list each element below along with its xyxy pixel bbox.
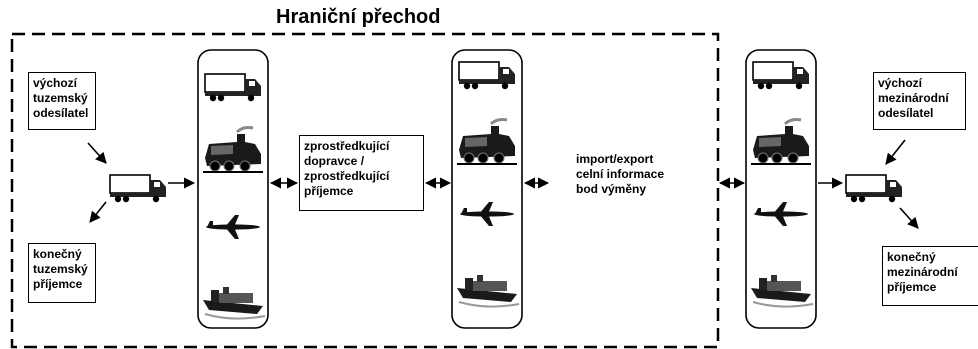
arrow-origin-to-truck [87,142,107,164]
domestic-truck-icon [109,174,167,203]
transport-group-1 [197,49,269,329]
arrow-truck-to-intl-final [899,207,919,229]
final-domestic-recipient: konečný tuzemský příjemce [28,243,96,303]
customs-information-exchange: import/export celní informace bod výměny [576,152,665,196]
final-international-recipient: konečný mezinárodní příjemce [882,246,978,306]
border-crossing-frame [10,32,720,349]
transport-group-2 [451,49,523,329]
international-truck-icon [845,174,903,203]
arrow-intl-origin-to-truck [885,139,906,165]
arrow-truck-to-final [89,201,107,223]
origin-international-sender: výchozí mezinárodní odesílatel [873,72,966,130]
transport-capsule [197,49,269,329]
transport-group-3 [745,49,817,329]
diagram-title: Hraniční přechod [270,4,447,30]
intermediary-carrier-recipient: zprostředkující dopravce / zprostředkují… [299,135,424,211]
origin-domestic-sender: výchozí tuzemský odesílatel [28,72,96,130]
